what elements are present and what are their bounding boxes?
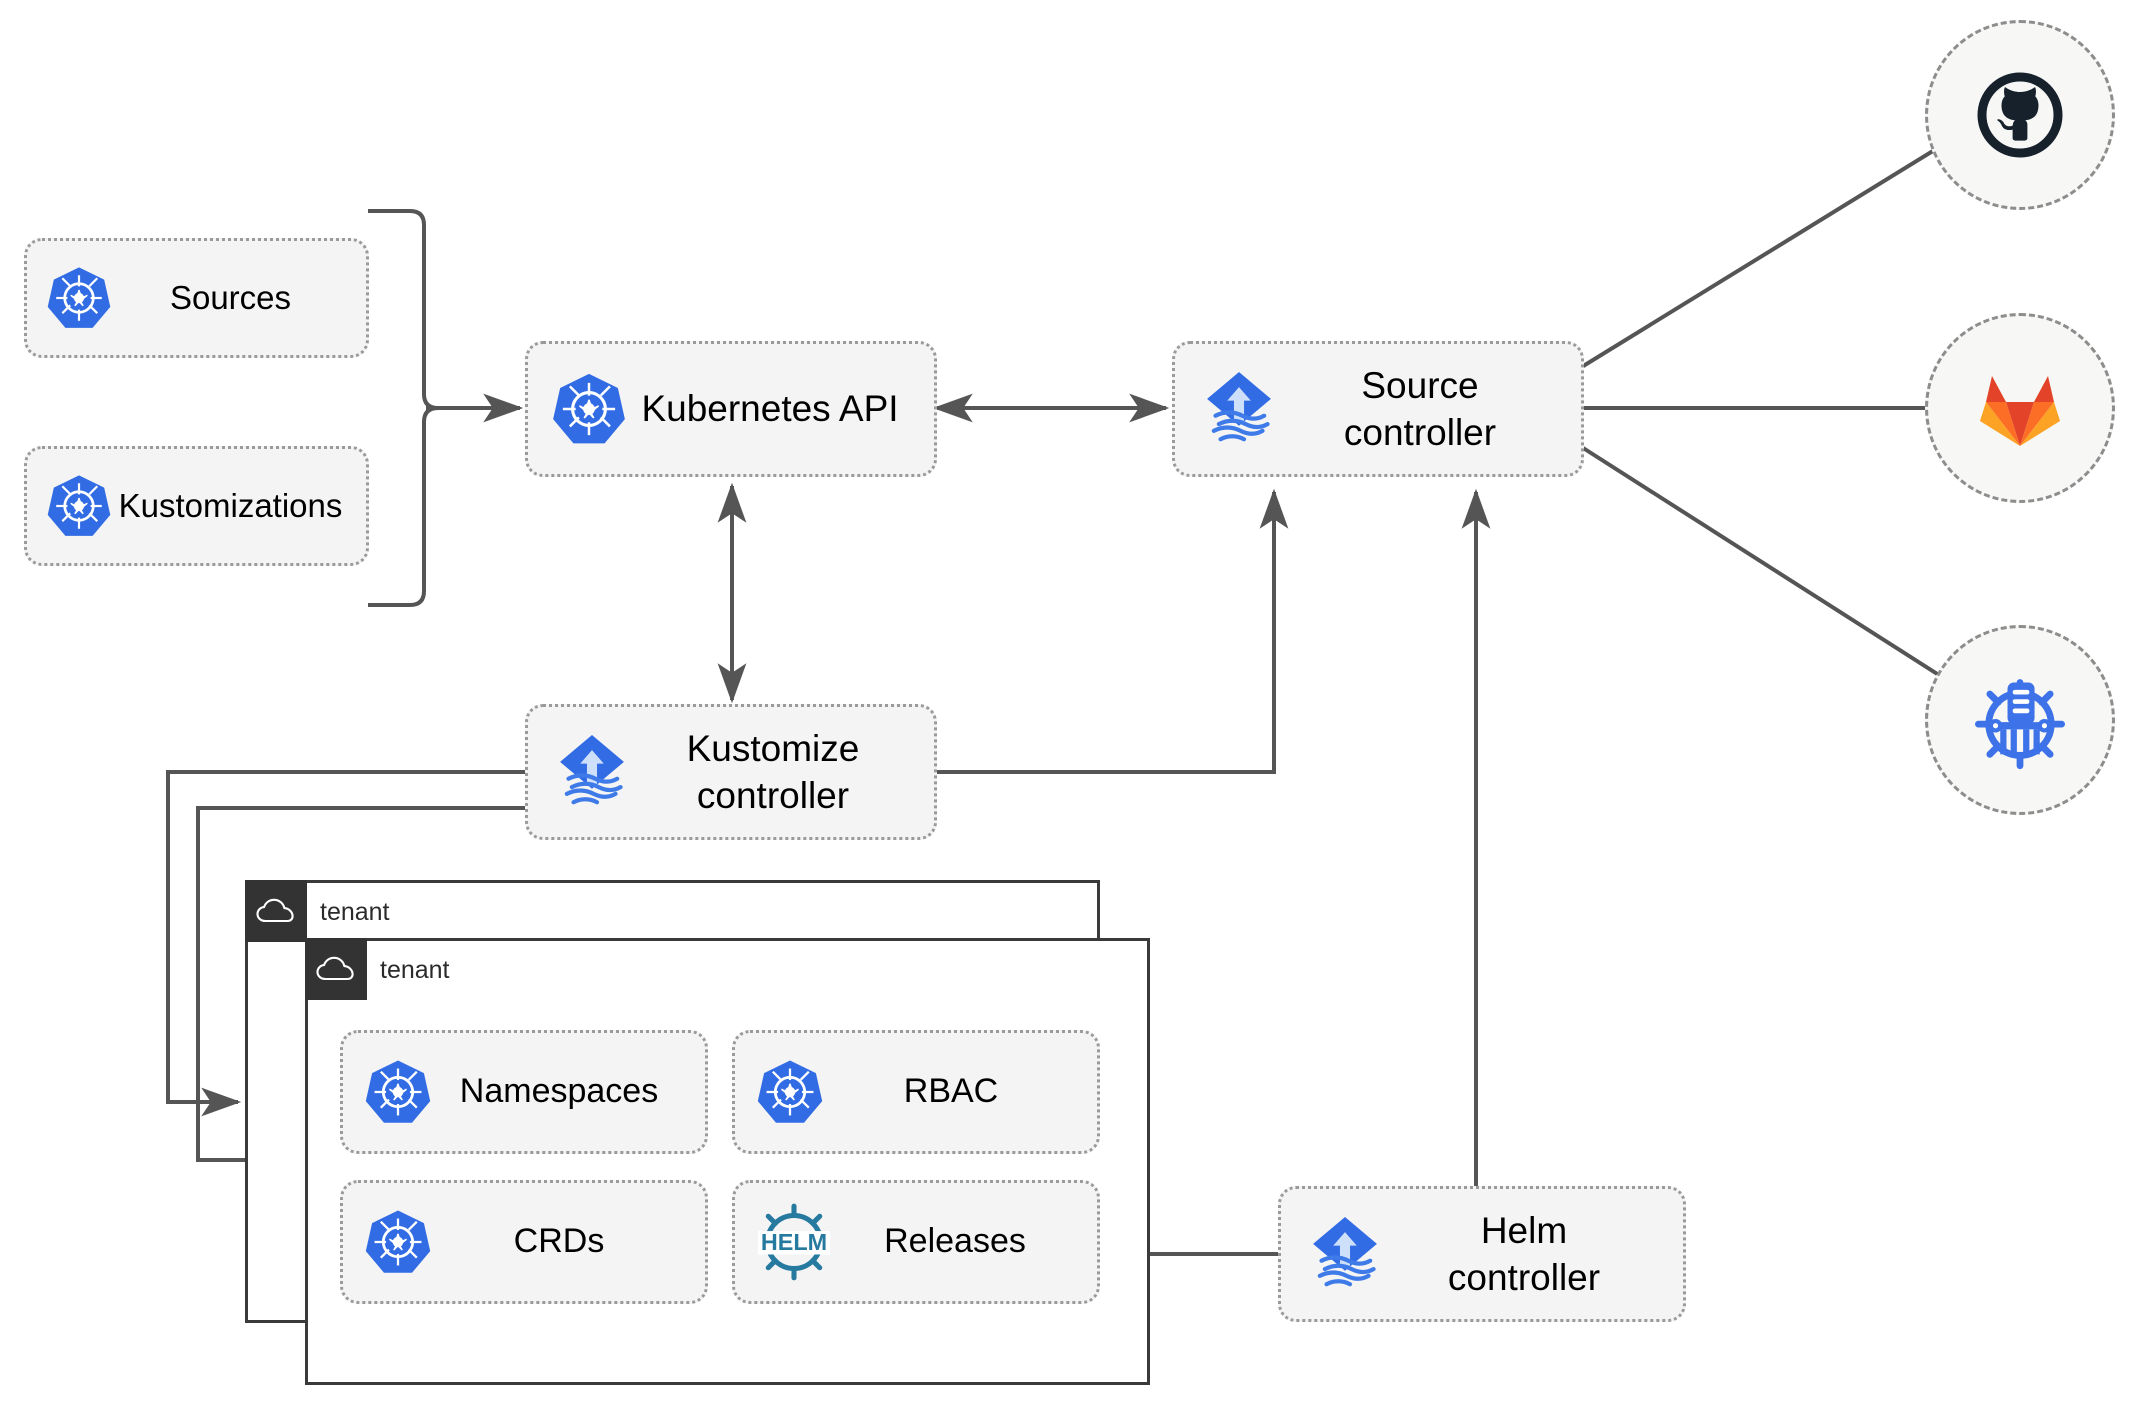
- flux-icon: [550, 730, 634, 814]
- flux-icon: [1197, 367, 1281, 451]
- node-label: RBAC: [903, 1072, 999, 1111]
- kubernetes-icon: [755, 1057, 825, 1127]
- helm-icon: HELM: [755, 1203, 833, 1281]
- endpoint-helm-registry[interactable]: [1925, 625, 2115, 815]
- cloud-icon: [245, 880, 307, 942]
- kubernetes-icon: [363, 1207, 433, 1277]
- cloud-icon: [305, 938, 367, 1000]
- node-label: Sources: [169, 278, 292, 316]
- endpoint-gitlab[interactable]: [1925, 313, 2115, 503]
- tenant-inner-label: tenant: [380, 956, 450, 984]
- node-rbac[interactable]: RBAC: [732, 1030, 1100, 1154]
- node-label: Kustomizations: [118, 486, 343, 524]
- kubernetes-icon: [363, 1057, 433, 1127]
- tenant-inner-container: tenant: [305, 938, 1150, 1385]
- node-kustomize-controller[interactable]: Kustomize controller: [525, 704, 937, 840]
- node-label: Kustomize controller: [686, 727, 860, 816]
- node-kustomizations[interactable]: Kustomizations: [24, 446, 369, 566]
- node-source-controller[interactable]: Source controller: [1172, 341, 1584, 477]
- node-label: Releases: [884, 1222, 1026, 1261]
- endpoint-github[interactable]: [1925, 20, 2115, 210]
- node-releases[interactable]: HELM Releases: [732, 1180, 1100, 1304]
- kubernetes-icon: [45, 264, 113, 332]
- node-label: Namespaces: [459, 1072, 659, 1111]
- flux-icon: [1303, 1212, 1387, 1296]
- kubernetes-icon: [45, 472, 113, 540]
- node-namespaces[interactable]: Namespaces: [340, 1030, 708, 1154]
- node-label: Source controller: [1343, 364, 1497, 453]
- kubernetes-icon: [550, 370, 628, 448]
- node-helm-controller[interactable]: Helm controller: [1278, 1186, 1686, 1322]
- node-crds[interactable]: CRDs: [340, 1180, 708, 1304]
- node-sources[interactable]: Sources: [24, 238, 369, 358]
- node-label: CRDs: [513, 1222, 605, 1261]
- svg-text:HELM: HELM: [761, 1229, 827, 1255]
- node-label: Helm controller: [1447, 1209, 1601, 1298]
- gitlab-icon: [1980, 376, 2060, 446]
- node-kubernetes-api[interactable]: Kubernetes API: [525, 341, 937, 477]
- tenant-outer-label: tenant: [320, 898, 390, 926]
- helm-registry-icon: [1975, 679, 2065, 770]
- github-icon: [1977, 72, 2063, 158]
- node-label: Kubernetes API: [641, 388, 899, 430]
